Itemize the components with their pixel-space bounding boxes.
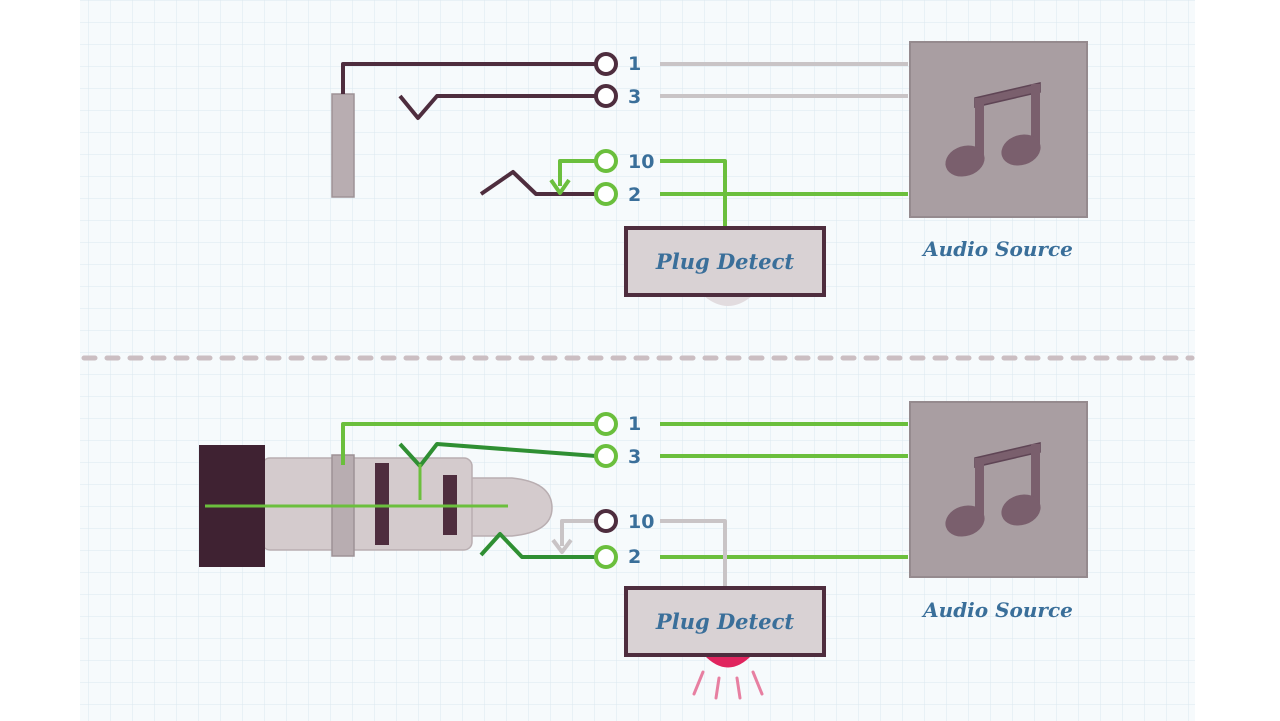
audio-source-label: Audio Source <box>921 598 1073 622</box>
plug-detect-box <box>624 226 826 297</box>
wire-pin-2 <box>479 170 596 196</box>
terminal-10 <box>594 149 618 173</box>
terminal-2 <box>594 182 618 206</box>
wire-pin-3 <box>398 94 596 120</box>
wire-pin-3 <box>398 442 597 468</box>
plug-detect-label: Plug Detect <box>655 609 794 634</box>
indicator-led-off <box>704 296 752 306</box>
terminal-3 <box>594 444 618 468</box>
plug-tip <box>467 477 553 537</box>
top-diagram: 1 3 10 2 Plug Detect Audio Source <box>331 41 1088 306</box>
indicator-led-on <box>692 655 764 700</box>
pin-label-3: 3 <box>628 86 641 108</box>
wire-pin-1 <box>341 62 596 94</box>
audio-source-label: Audio Source <box>921 237 1073 261</box>
plug-shaft <box>261 457 473 551</box>
detect-line-10 <box>660 519 727 588</box>
pin-label-10: 10 <box>628 511 654 533</box>
audio-source-box <box>909 401 1088 578</box>
music-note-icon <box>945 82 1041 177</box>
pin-label-2: 2 <box>628 184 641 206</box>
terminal-3 <box>594 84 618 108</box>
wire-pin-1 <box>341 422 596 465</box>
terminal-10 <box>594 509 618 533</box>
pin-label-1: 1 <box>628 413 641 435</box>
bottom-diagram: 1 3 10 2 Plug Detect Audio Source <box>199 401 1088 700</box>
wire-pin-2 <box>479 532 596 559</box>
pin-label-10: 10 <box>628 151 654 173</box>
plug-detect-box <box>624 586 826 657</box>
audio-source-box <box>909 41 1088 218</box>
pin-label-3: 3 <box>628 446 641 468</box>
wire-pin-10-open <box>560 519 596 546</box>
jack-sleeve-contact <box>331 93 355 198</box>
pin-label-1: 1 <box>628 53 641 75</box>
terminal-1 <box>594 52 618 76</box>
detect-line-10 <box>660 159 727 228</box>
terminal-1 <box>594 412 618 436</box>
plug-detect-label: Plug Detect <box>655 249 794 274</box>
switch-arrow <box>549 178 571 195</box>
switch-arrow <box>551 538 573 554</box>
pin-label-2: 2 <box>628 546 641 568</box>
wire-pin-10-closed <box>558 159 596 186</box>
music-note-icon <box>945 442 1041 537</box>
terminal-2 <box>594 545 618 569</box>
plug-ring-1 <box>375 463 389 545</box>
